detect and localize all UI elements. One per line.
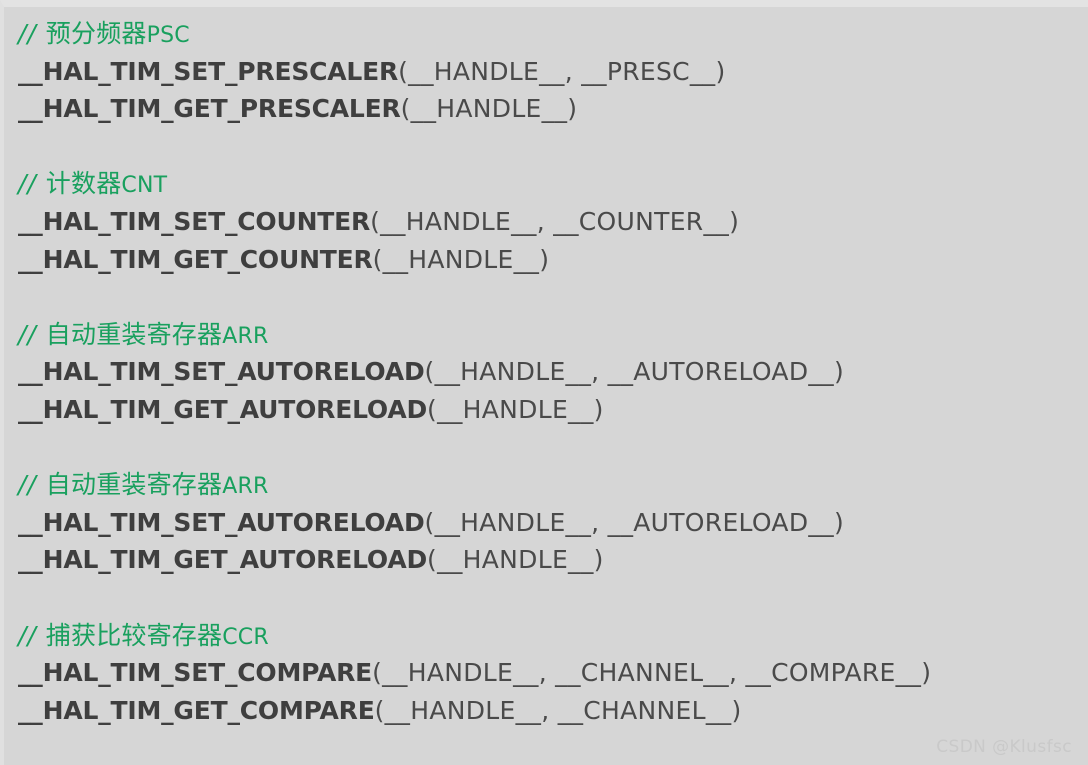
macro-arguments: (__HANDLE__) <box>427 545 604 575</box>
code-macro-line: __HAL_TIM_SET_AUTORELOAD(__HANDLE__, __A… <box>18 504 1088 542</box>
comment-register-tag: CNT <box>121 173 168 199</box>
code-macro-line: __HAL_TIM_GET_PRESCALER(__HANDLE__) <box>18 90 1088 128</box>
macro-name: __HAL_TIM_GET_AUTORELOAD <box>18 394 428 424</box>
comment-text: 捕获比较寄存器 <box>45 620 223 650</box>
macro-arguments: (__HANDLE__, __CHANNEL__, __COMPARE__) <box>372 658 932 688</box>
code-comment-line: // 预分频器PSC <box>18 15 1088 53</box>
comment-register-tag: CCR <box>222 624 269 650</box>
code-comment-line: // 自动重装寄存器ARR <box>18 466 1088 504</box>
macro-arguments: (__HANDLE__, __CHANNEL__) <box>374 695 742 725</box>
comment-register-tag: PSC <box>146 23 190 48</box>
macro-arguments: (__HANDLE__, __AUTORELOAD__) <box>424 507 845 537</box>
code-macro-line: __HAL_TIM_SET_COUNTER(__HANDLE__, __COUN… <box>18 203 1088 241</box>
comment-register-tag: ARR <box>222 323 269 349</box>
comment-text: 预分频器 <box>45 19 147 48</box>
comment-slashes: // <box>18 319 46 349</box>
macro-name: __HAL_TIM_GET_COMPARE <box>18 695 375 725</box>
macro-name: __HAL_TIM_SET_AUTORELOAD <box>18 357 425 387</box>
comment-register-tag: ARR <box>222 474 269 500</box>
code-blank-line <box>18 278 1088 316</box>
code-blank-line <box>18 579 1088 617</box>
code-comment-line: // 计数器CNT <box>18 165 1088 203</box>
code-comment-line: // 捕获比较寄存器CCR <box>18 617 1088 655</box>
macro-name: __HAL_TIM_GET_PRESCALER <box>18 94 401 124</box>
macro-name: __HAL_TIM_GET_AUTORELOAD <box>18 545 428 575</box>
code-macro-line: __HAL_TIM_SET_COMPARE(__HANDLE__, __CHAN… <box>18 654 1088 692</box>
code-macro-line: __HAL_TIM_SET_PRESCALER(__HANDLE__, __PR… <box>18 53 1088 91</box>
code-macro-line: __HAL_TIM_SET_AUTORELOAD(__HANDLE__, __A… <box>18 353 1088 391</box>
comment-text: 自动重装寄存器 <box>45 319 223 349</box>
macro-arguments: (__HANDLE__) <box>372 244 550 274</box>
comment-text: 计数器 <box>45 169 122 199</box>
macro-name: __HAL_TIM_SET_PRESCALER <box>18 56 399 86</box>
code-macro-line: __HAL_TIM_GET_AUTORELOAD(__HANDLE__) <box>18 391 1088 429</box>
code-lines-container[interactable]: // 预分频器PSC__HAL_TIM_SET_PRESCALER(__HAND… <box>18 15 1088 765</box>
comment-text: 自动重装寄存器 <box>45 470 223 500</box>
macro-arguments: (__HANDLE__, __AUTORELOAD__) <box>424 357 845 387</box>
comment-slashes: // <box>18 169 46 199</box>
macro-name: __HAL_TIM_SET_COUNTER <box>18 206 371 236</box>
comment-slashes: // <box>18 19 46 48</box>
watermark-label: CSDN @Klusfsc <box>936 737 1072 757</box>
code-blank-line <box>18 429 1088 467</box>
code-blank-line <box>18 128 1088 166</box>
macro-arguments: (__HANDLE__, __PRESC__) <box>398 56 726 86</box>
comment-slashes: // <box>18 470 46 500</box>
code-macro-line: __HAL_TIM_GET_AUTORELOAD(__HANDLE__) <box>18 541 1088 579</box>
code-macro-line: __HAL_TIM_GET_COUNTER(__HANDLE__) <box>18 241 1088 279</box>
macro-arguments: (__HANDLE__) <box>400 94 578 124</box>
macro-name: __HAL_TIM_SET_COMPARE <box>18 658 373 688</box>
code-macro-line: __HAL_TIM_GET_COMPARE(__HANDLE__, __CHAN… <box>18 692 1088 730</box>
macro-arguments: (__HANDLE__) <box>427 394 604 424</box>
macro-arguments: (__HANDLE__, __COUNTER__) <box>370 206 740 236</box>
code-comment-line: // 自动重装寄存器ARR <box>18 316 1088 354</box>
macro-name: __HAL_TIM_SET_AUTORELOAD <box>18 507 425 537</box>
comment-slashes: // <box>18 620 46 650</box>
macro-name: __HAL_TIM_GET_COUNTER <box>18 244 373 274</box>
